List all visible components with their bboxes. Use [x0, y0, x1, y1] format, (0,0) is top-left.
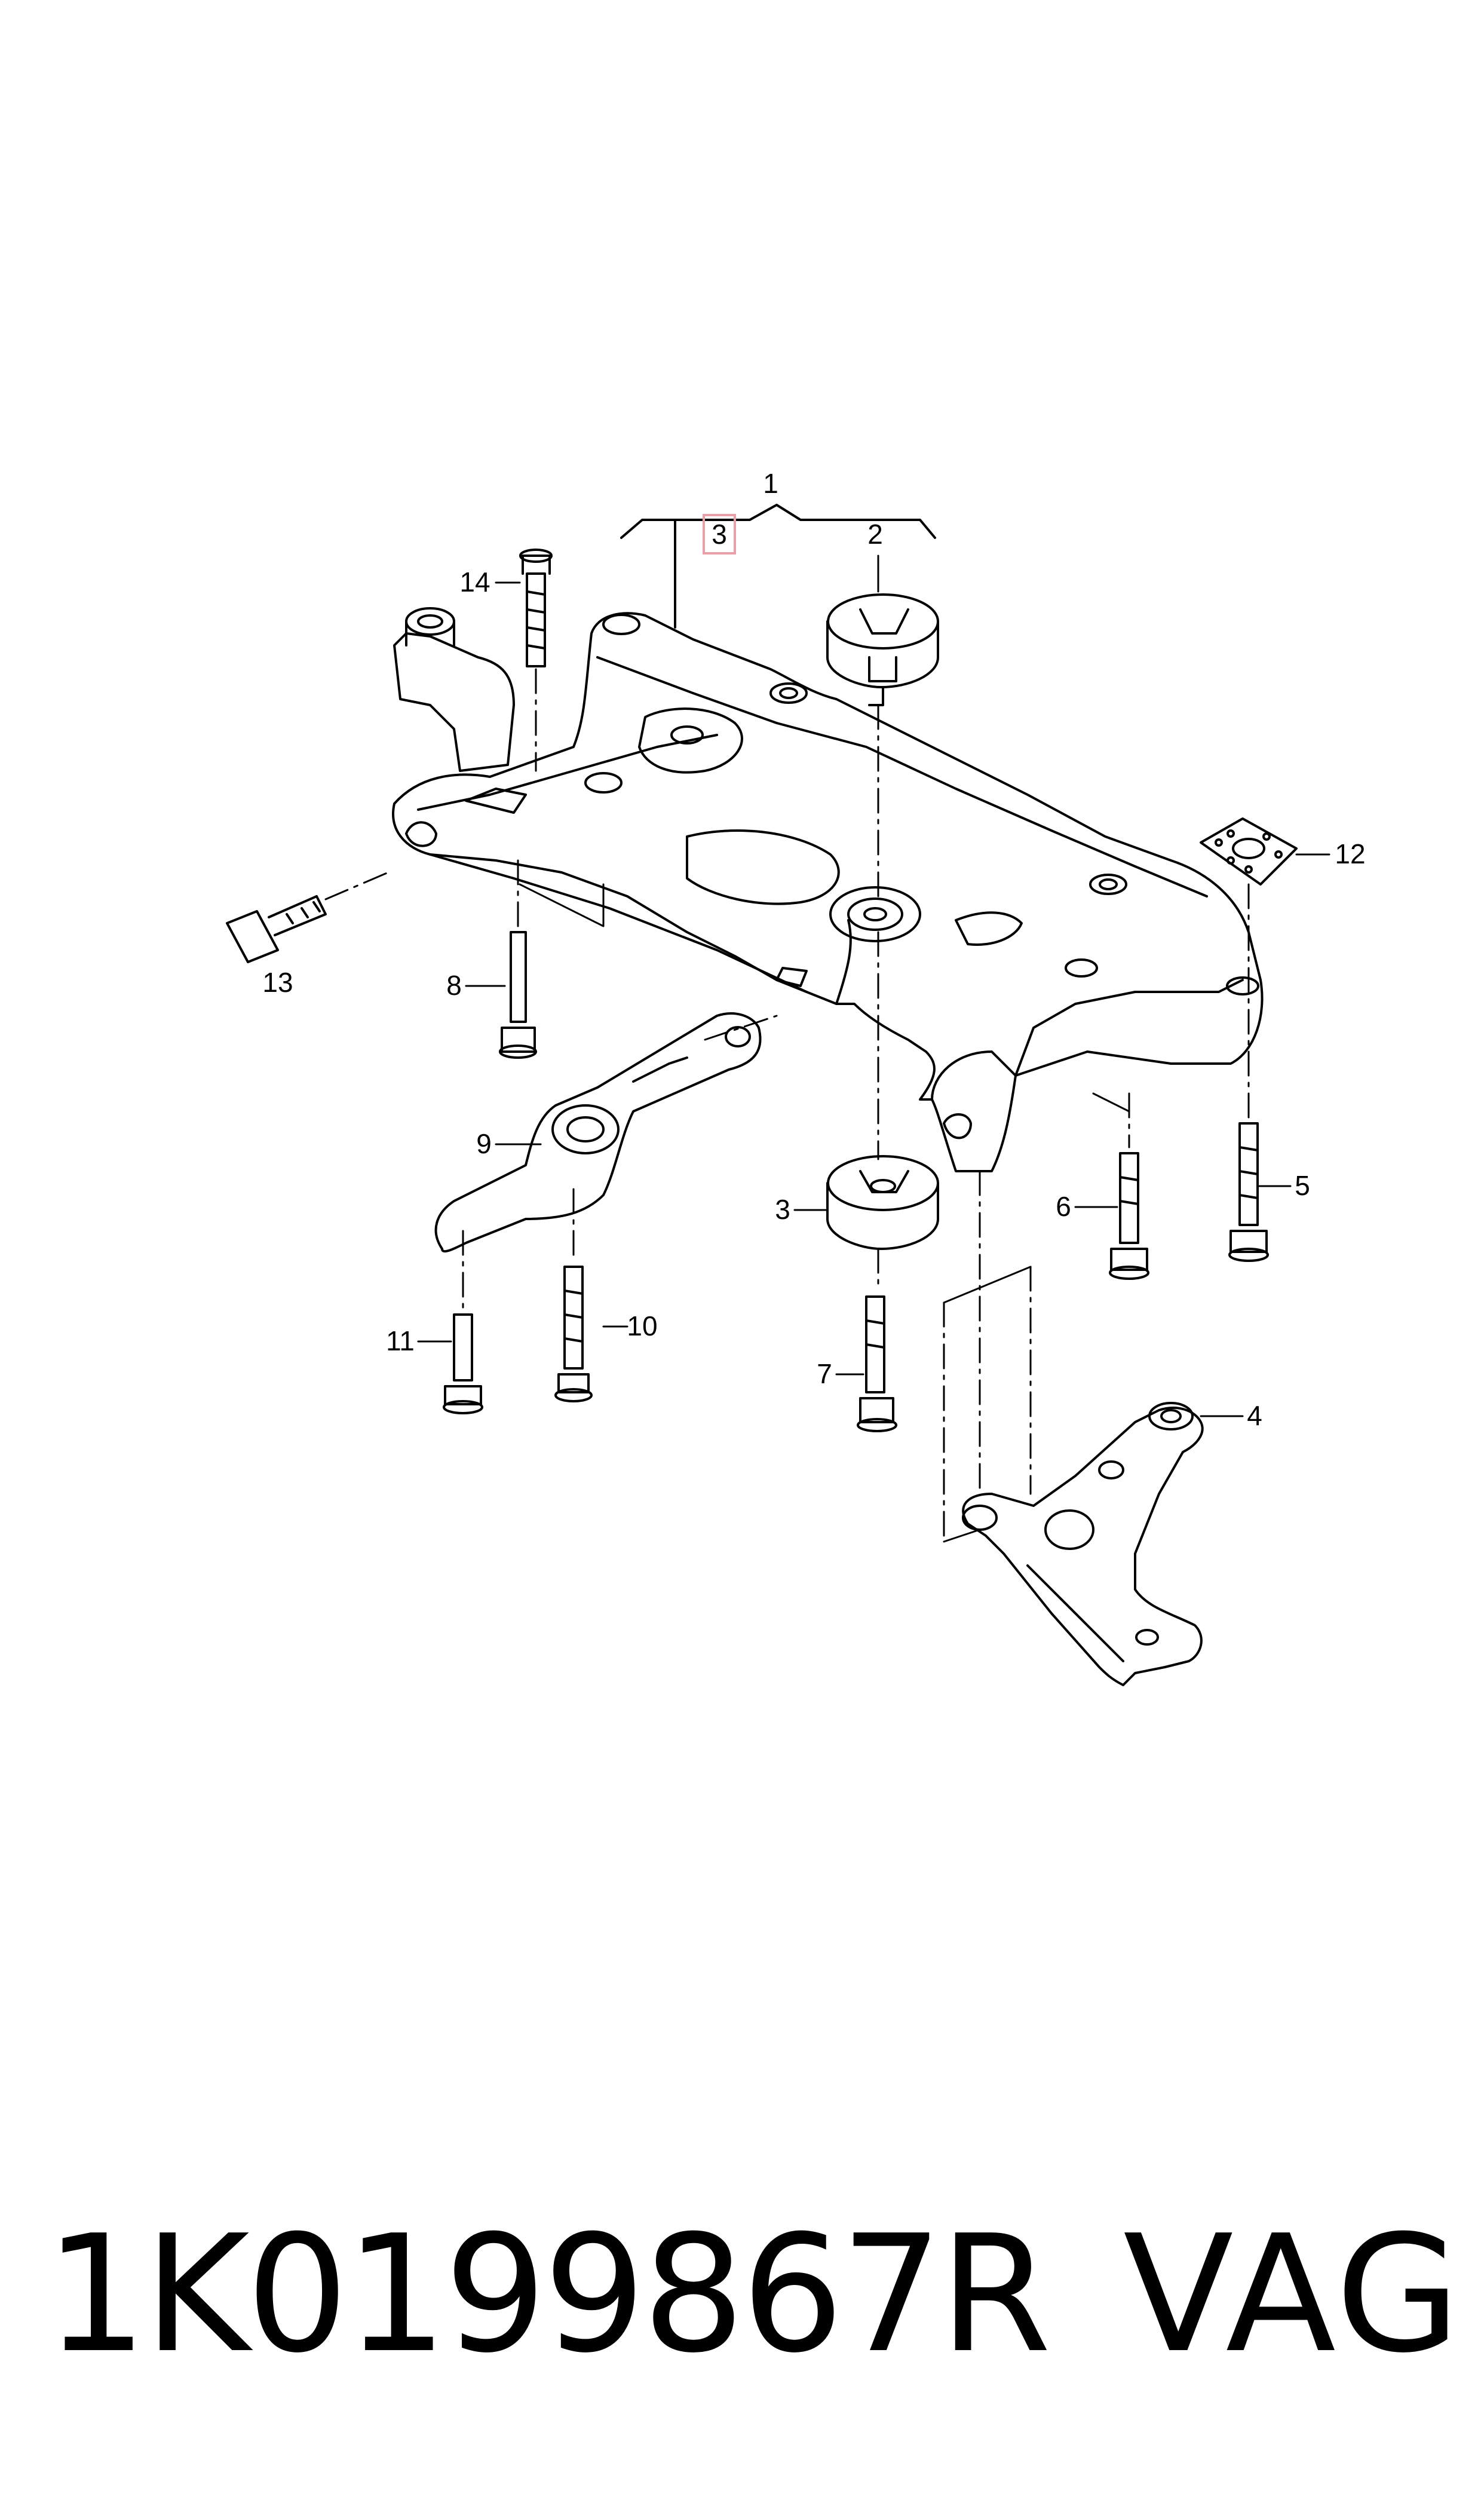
callout-3-bushing: 3 [775, 1194, 790, 1225]
bolt-7 [857, 1295, 897, 1432]
bushing-lower [826, 1155, 939, 1250]
subframe [392, 612, 1264, 1172]
callout-3-top: 3 [712, 519, 727, 550]
callout-10: 10 [627, 1310, 657, 1341]
callout-11: 11 [386, 1325, 415, 1356]
callout-4: 4 [1247, 1400, 1262, 1431]
brand-name: VAG [1123, 2200, 1463, 2388]
callout-14: 14 [459, 566, 490, 598]
bolt-11 [443, 1313, 483, 1414]
bolt-6 [1109, 1152, 1149, 1280]
callout-6: 6 [1056, 1191, 1071, 1222]
bolt-8 [499, 931, 537, 1059]
part-number: 1K0199867R [45, 2200, 1051, 2388]
bolt-10 [554, 1266, 593, 1402]
callout-3-highlight [703, 514, 736, 555]
callout-1: 1 [763, 468, 778, 499]
control-arm [962, 1402, 1204, 1686]
bushing-upper [826, 593, 939, 706]
callout-13: 13 [262, 967, 293, 998]
leader-lines [417, 555, 1330, 1417]
bolt-5 [1228, 1122, 1269, 1262]
callout-1-bracket [620, 504, 936, 629]
mounting-plate [1200, 817, 1298, 886]
callout-8: 8 [446, 970, 462, 1001]
callout-5: 5 [1295, 1170, 1310, 1201]
callout-7: 7 [817, 1358, 832, 1389]
subframe-center-mount [829, 886, 921, 942]
connector-lines [519, 883, 1130, 1543]
bolt-14 [519, 549, 553, 667]
callout-2: 2 [867, 519, 883, 550]
bolt-13 [226, 895, 327, 963]
callout-9: 9 [476, 1128, 492, 1159]
subframe-tower-left [393, 607, 515, 772]
subframe-bushings [584, 614, 1259, 995]
assembly-lines [324, 668, 1250, 1543]
callout-12: 12 [1335, 838, 1365, 869]
callout-labels: 1 2 3 3 4 5 6 7 8 9 10 11 12 13 14 [262, 468, 1365, 1431]
